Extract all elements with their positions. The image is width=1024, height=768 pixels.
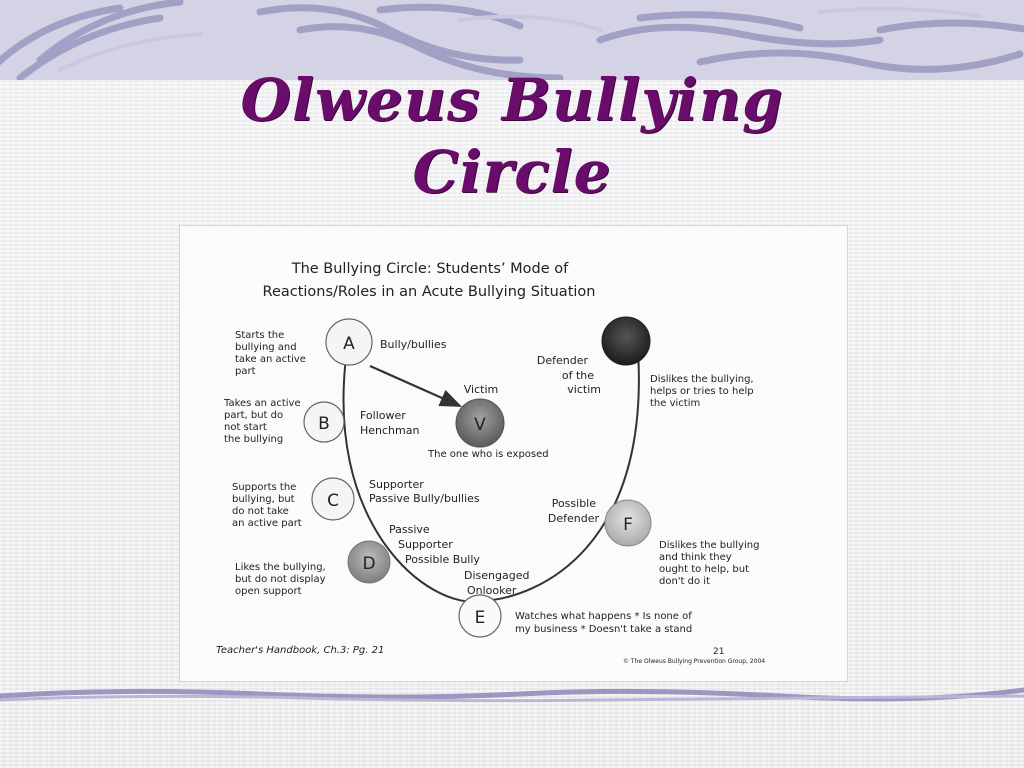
figure-source-note: Teacher's Handbook, Ch.3: Pg. 21 <box>216 645 384 656</box>
figure-page-number: 21 <box>713 647 724 657</box>
node-a-desc-1: Starts the <box>235 330 284 341</box>
node-d-desc-2: but do not display <box>235 574 326 585</box>
node-g-role: Defender of the victim <box>537 354 601 396</box>
node-b-role-2: Henchman <box>360 424 419 437</box>
node-e-letter: E <box>475 608 486 628</box>
node-c-circle <box>311 477 355 521</box>
node-g-desc-2: helps or tries to help <box>650 386 754 397</box>
node-b-circle <box>303 401 345 443</box>
node-f-letter: F <box>623 515 633 535</box>
node-f-circle <box>604 499 652 547</box>
node-e: E <box>458 594 502 638</box>
node-d-desc: Likes the bullying, but do not display o… <box>235 562 326 597</box>
node-v-circle <box>455 398 505 448</box>
node-d-role: Passive Supporter Possible Bully <box>389 523 480 566</box>
node-g-role-2: of the <box>562 369 594 382</box>
node-f-role: Possible Defender <box>548 497 600 525</box>
node-b-role: Follower Henchman <box>360 409 419 437</box>
node-e-role-1: Disengaged <box>464 569 529 582</box>
node-c-role-2: Passive Bully/bullies <box>369 492 480 505</box>
diagram-title-line1: The Bullying Circle: Students’ Mode of <box>291 261 569 277</box>
node-a-letter: A <box>343 334 355 354</box>
node-b: B <box>303 401 345 443</box>
node-g-role-1: Defender <box>537 354 589 367</box>
node-g-desc-1: Dislikes the bullying, <box>650 374 754 385</box>
node-d-letter: D <box>362 554 375 574</box>
node-e-circle <box>458 594 502 638</box>
node-c-letter: C <box>327 491 339 511</box>
node-v-letter: V <box>474 415 486 435</box>
node-e-desc-1: Watches what happens * Is none of <box>515 611 692 622</box>
node-c-desc-2: bullying, but <box>232 494 295 505</box>
node-f-desc: Dislikes the bullying and think they oug… <box>659 540 759 587</box>
node-b-desc-4: the bullying <box>224 434 283 445</box>
slide-title-line1: Olweus Bullying <box>240 66 784 134</box>
node-v-desc: The one who is exposed <box>427 449 549 460</box>
node-d-role-1: Passive <box>389 523 430 536</box>
node-g-circle <box>601 316 651 366</box>
node-a-circle <box>325 318 373 366</box>
node-f-role-1: Possible <box>552 497 597 510</box>
node-a: A <box>325 318 373 366</box>
node-d: D <box>347 540 391 584</box>
bully-to-victim-arrow <box>369 364 463 408</box>
node-c-role-1: Supporter <box>369 478 424 491</box>
bullying-circle-diagram: The Bullying Circle: Students’ Mode of R… <box>216 261 765 665</box>
node-f-role-2: Defender <box>548 512 600 525</box>
node-c-desc: Supports the bullying, but do not take a… <box>232 482 302 529</box>
node-e-desc: Watches what happens * Is none of my bus… <box>515 611 692 635</box>
node-b-desc-3: not start <box>224 422 267 433</box>
node-b-role-1: Follower <box>360 409 406 422</box>
node-e-role-2: Onlooker <box>467 584 517 597</box>
node-d-circle <box>347 540 391 584</box>
node-f-desc-2: and think they <box>659 552 732 563</box>
node-g-desc: Dislikes the bullying, helps or tries to… <box>650 374 754 409</box>
node-b-desc-2: part, but do <box>224 410 283 421</box>
node-b-desc: Takes an active part, but do not start t… <box>223 398 301 445</box>
node-a-desc-3: take an active <box>235 354 306 365</box>
node-g-desc-3: the victim <box>650 398 700 409</box>
node-d-role-3: Possible Bully <box>405 553 480 566</box>
figure-copyright: © The Olweus Bullying Prevention Group, … <box>623 658 765 665</box>
diagram-title-line2: Reactions/Roles in an Acute Bullying Sit… <box>263 284 596 300</box>
top-decorative-band <box>0 0 1024 80</box>
node-f: F <box>604 499 652 547</box>
node-v: V <box>455 398 505 448</box>
node-c: C <box>311 477 355 521</box>
node-c-desc-3: do not take <box>232 506 289 517</box>
node-a-role: Bully/bullies <box>380 338 447 351</box>
node-a-desc-4: part <box>235 366 256 377</box>
node-d-desc-3: open support <box>235 586 302 597</box>
node-f-desc-1: Dislikes the bullying <box>659 540 759 551</box>
node-g-role-3: victim <box>567 383 601 396</box>
node-c-desc-4: an active part <box>232 518 302 529</box>
node-v-role: Victim <box>464 383 498 396</box>
slide-title-line2: Circle <box>412 138 612 206</box>
node-d-role-2: Supporter <box>398 538 453 551</box>
node-f-desc-4: don't do it <box>659 576 710 587</box>
bullying-circle-figure: The Bullying Circle: Students’ Mode of R… <box>180 226 847 681</box>
node-b-desc-1: Takes an active <box>223 398 301 409</box>
node-e-role: Disengaged Onlooker <box>464 569 529 597</box>
node-a-desc: Starts the bullying and take an active p… <box>235 330 306 377</box>
node-e-desc-2: my business * Doesn't take a stand <box>515 624 692 635</box>
bottom-decorative-band <box>0 687 1024 703</box>
node-c-desc-1: Supports the <box>232 482 296 493</box>
node-c-role: Supporter Passive Bully/bullies <box>369 478 480 505</box>
node-a-desc-2: bullying and <box>235 342 297 353</box>
node-f-desc-3: ought to help, but <box>659 564 749 575</box>
node-d-desc-1: Likes the bullying, <box>235 562 326 573</box>
node-b-letter: B <box>318 414 330 434</box>
